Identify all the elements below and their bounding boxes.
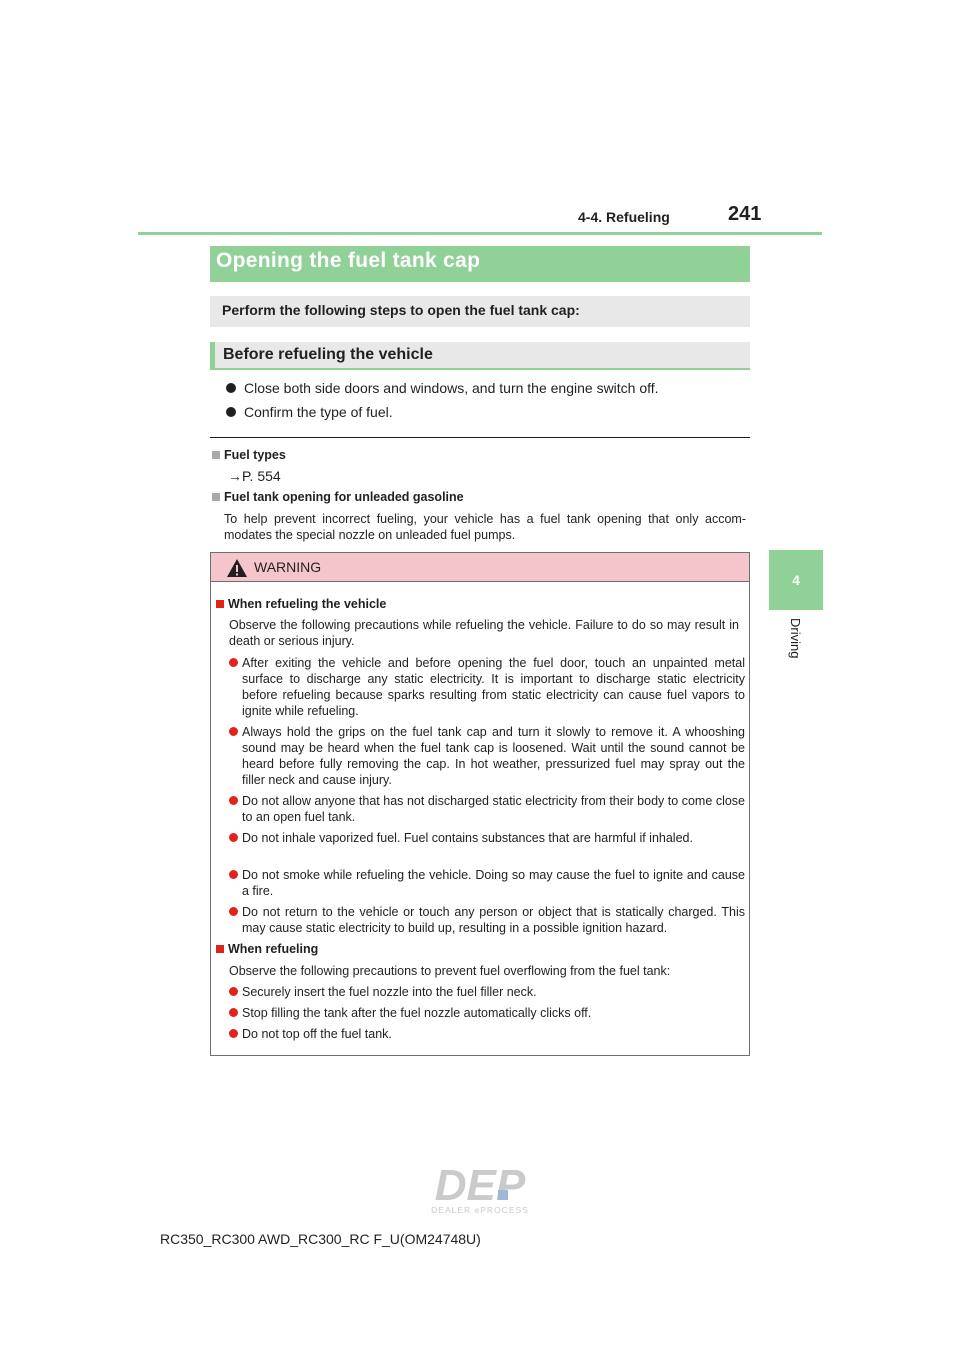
bullet-icon bbox=[226, 407, 236, 418]
bullet-icon bbox=[226, 383, 236, 394]
list-item: Confirm the type of fuel. bbox=[226, 404, 393, 420]
red-bullet-icon bbox=[229, 833, 238, 843]
warning-bullet: Do not smoke while refueling the vehicle… bbox=[229, 867, 745, 899]
red-bullet-icon bbox=[229, 1029, 238, 1039]
warning-bullet: Always hold the grips on the fuel tank c… bbox=[229, 724, 745, 788]
list-item: Close both side doors and windows, and t… bbox=[226, 380, 659, 396]
warning-bullet: Do not inhale vaporized fuel. Fuel conta… bbox=[229, 830, 745, 846]
warning-bullet-text: Do not smoke while refueling the vehicle… bbox=[242, 868, 745, 898]
square-bullet-icon bbox=[216, 944, 224, 953]
red-bullet-icon bbox=[229, 796, 238, 806]
warning-section-heading: When refueling the vehicle bbox=[216, 597, 386, 611]
note-heading-text: Fuel types bbox=[224, 448, 286, 462]
warning-bullet-text: Always hold the grips on the fuel tank c… bbox=[242, 725, 745, 787]
list-item-text: Confirm the type of fuel. bbox=[244, 404, 393, 420]
warning-bullet-text: Do not inhale vaporized fuel. Fuel conta… bbox=[242, 831, 693, 845]
warning-bullet-text: Do not top off the fuel tank. bbox=[242, 1027, 392, 1041]
red-bullet-icon bbox=[229, 727, 238, 737]
warning-triangle-icon bbox=[227, 559, 247, 577]
warning-heading-text: When refueling the vehicle bbox=[228, 597, 387, 611]
warning-bullet: Do not top off the fuel tank. bbox=[229, 1026, 745, 1042]
warning-bullet-text: Stop filling the tank after the fuel noz… bbox=[242, 1006, 592, 1020]
red-bullet-icon bbox=[229, 987, 238, 997]
title-bar bbox=[210, 246, 750, 282]
note-body: →P. 554 bbox=[228, 468, 281, 484]
square-bullet-icon bbox=[212, 492, 220, 501]
warning-bullet: Do not allow anyone that has not dischar… bbox=[229, 793, 745, 825]
page-title: Opening the fuel tank cap bbox=[216, 249, 481, 272]
list-item-text: Close both side doors and windows, and t… bbox=[244, 380, 659, 396]
dep-logo-icon: DEP DEALER ePROCESS bbox=[431, 1161, 529, 1215]
header-divider bbox=[138, 232, 822, 235]
warning-bullet: Stop filling the tank after the fuel noz… bbox=[229, 1005, 745, 1021]
section-header: 4-4. Refueling bbox=[578, 209, 670, 225]
footer-model-code: RC350_RC300 AWD_RC300_RC F_U(OM24748U) bbox=[160, 1231, 481, 1247]
note-heading-text: Fuel tank opening for unleaded gasoline bbox=[224, 490, 464, 504]
warning-bullet-text: Do not return to the vehicle or touch an… bbox=[242, 905, 745, 935]
warning-bullet: After exiting the vehicle and before ope… bbox=[229, 655, 745, 719]
subsection-bar bbox=[210, 342, 750, 370]
intro-bar bbox=[210, 296, 750, 327]
warning-section-heading: When refueling bbox=[216, 942, 318, 956]
red-bullet-icon bbox=[229, 907, 238, 917]
logo-subtitle: DEALER ePROCESS bbox=[431, 1205, 529, 1215]
warning-box bbox=[210, 552, 750, 1056]
warning-title: WARNING bbox=[254, 559, 322, 575]
warning-bullet-text: Securely insert the fuel nozzle into the… bbox=[242, 985, 537, 999]
square-bullet-icon bbox=[216, 599, 224, 608]
note-heading: Fuel tank opening for unleaded gasoline bbox=[212, 490, 464, 504]
warning-bullet: Do not return to the vehicle or touch an… bbox=[229, 904, 745, 936]
intro-text: Perform the following steps to open the … bbox=[222, 302, 580, 318]
note-body: To help prevent incorrect fueling, your … bbox=[224, 512, 746, 542]
square-bullet-icon bbox=[212, 450, 220, 459]
warning-header bbox=[211, 553, 749, 582]
red-bullet-icon bbox=[229, 870, 238, 880]
logo-mark: DEP bbox=[435, 1164, 526, 1210]
chapter-number: 4 bbox=[792, 572, 800, 588]
note-heading: Fuel types bbox=[212, 448, 286, 462]
warning-heading-text: When refueling bbox=[228, 942, 319, 956]
section-divider bbox=[210, 437, 750, 438]
red-bullet-icon bbox=[229, 658, 238, 668]
warning-section-intro: Observe the following precautions to pre… bbox=[229, 964, 671, 978]
page-number: 241 bbox=[728, 203, 762, 225]
subsection-title: Before refueling the vehicle bbox=[223, 346, 433, 363]
chapter-tab bbox=[769, 550, 823, 610]
warning-bullet-text: Do not allow anyone that has not dischar… bbox=[242, 794, 745, 824]
subsection-accent bbox=[210, 342, 215, 370]
warning-bullet: Securely insert the fuel nozzle into the… bbox=[229, 984, 745, 1000]
warning-bullet-text: After exiting the vehicle and before ope… bbox=[242, 656, 745, 718]
red-bullet-icon bbox=[229, 1008, 238, 1018]
dealer-eprocess-logo: DEP DEALER ePROCESS bbox=[414, 1161, 546, 1216]
warning-section-intro: Observe the following precautions while … bbox=[229, 618, 739, 648]
chapter-label: Driving bbox=[788, 618, 803, 659]
